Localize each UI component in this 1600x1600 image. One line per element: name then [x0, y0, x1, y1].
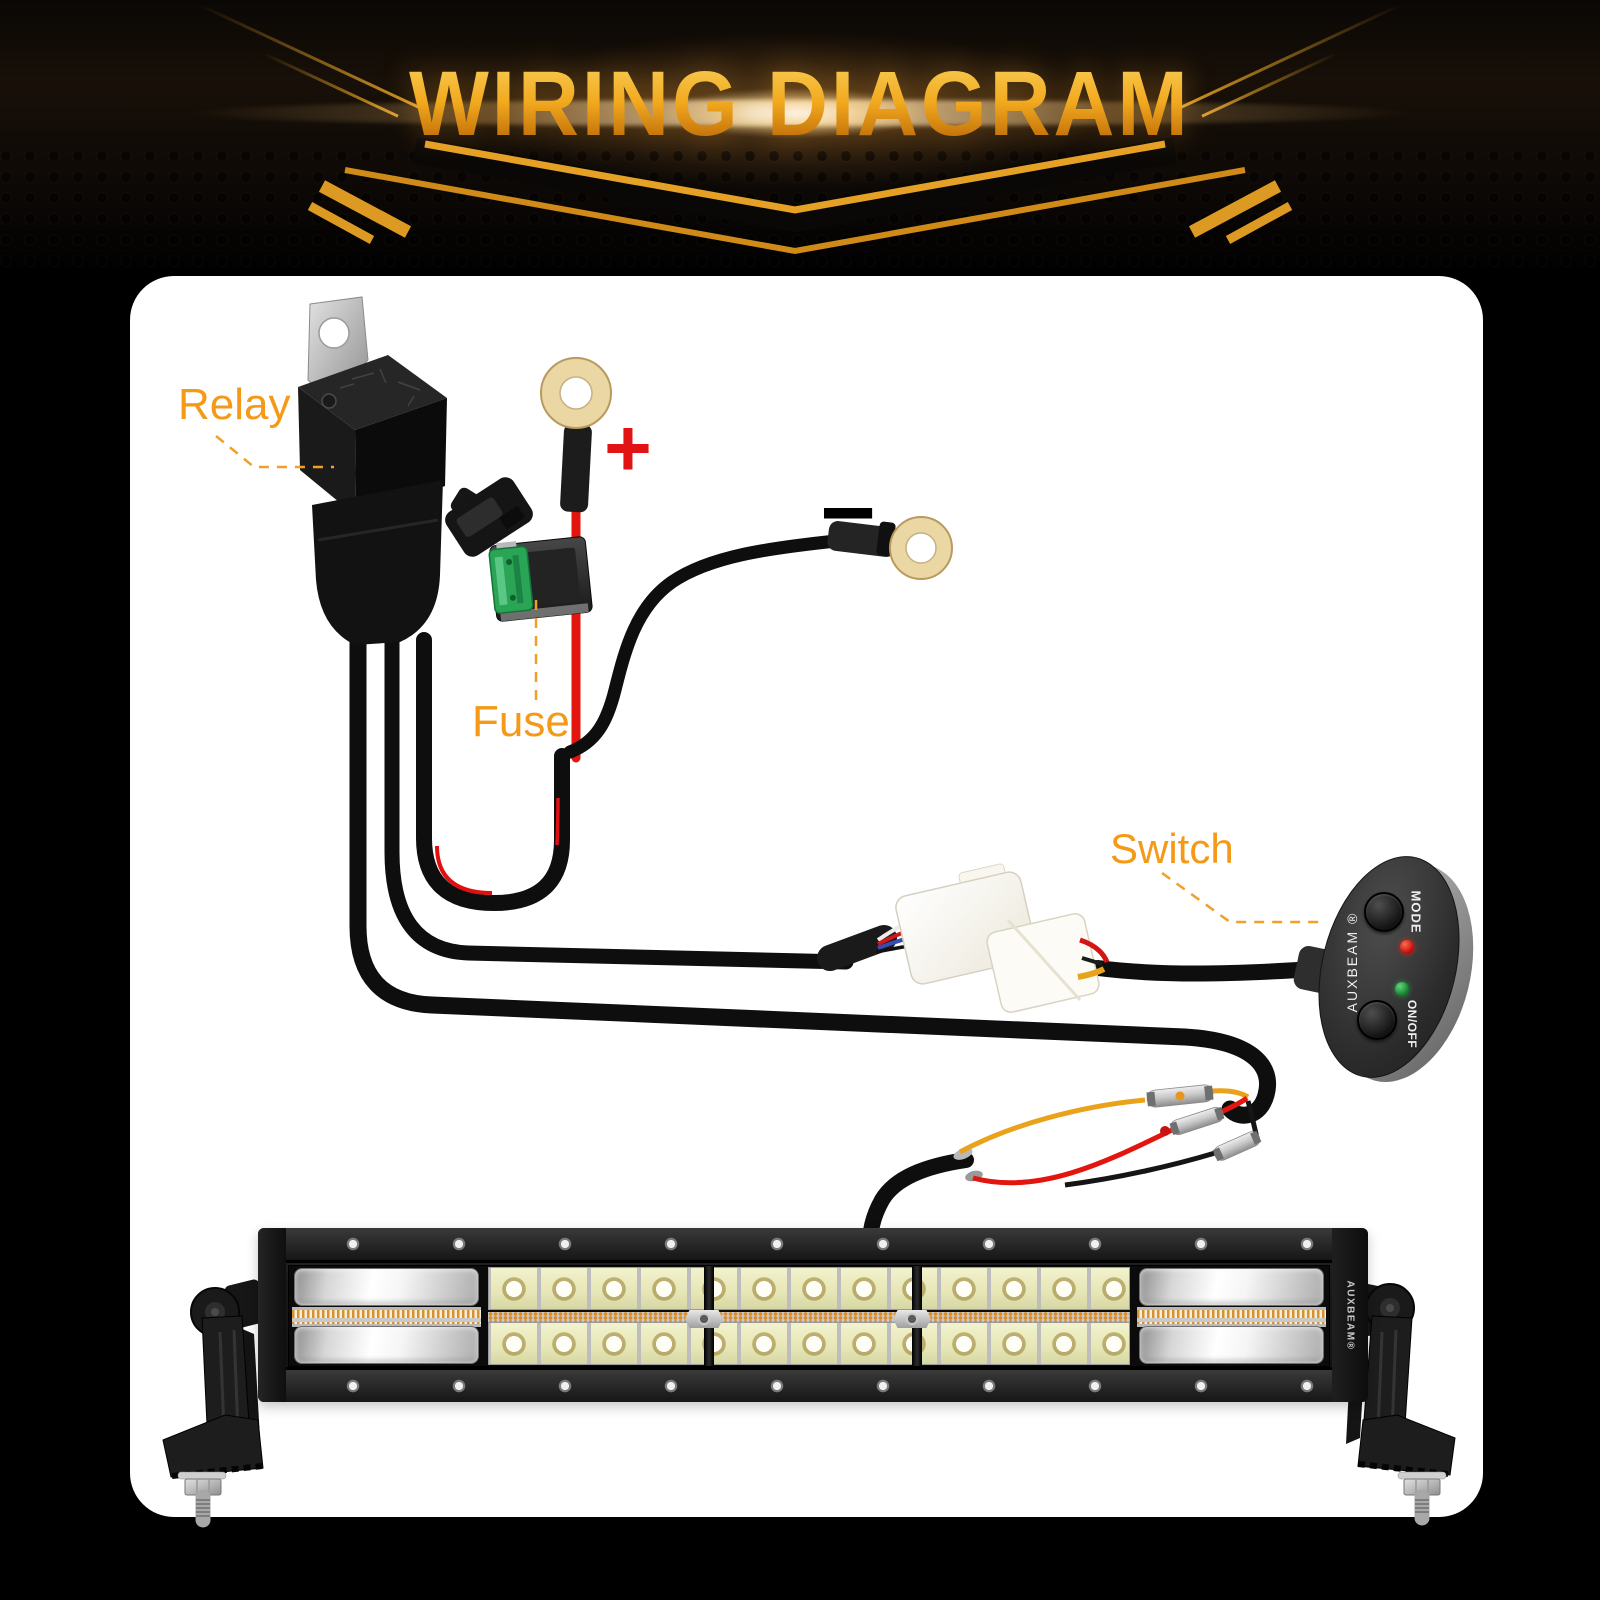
chevron-decoration: [307, 137, 1293, 255]
stripped-tip: [953, 1148, 973, 1160]
relay-label: Relay: [178, 380, 291, 429]
lightbar-right-section: [1134, 1266, 1329, 1366]
fuse-green-blade: [488, 541, 534, 614]
bullet-connector-red: [1169, 1106, 1225, 1136]
stub-black: [1081, 956, 1103, 966]
switch-leader: [1161, 871, 1326, 924]
hex-post: [893, 1310, 931, 1328]
yellow-jumper-2: [1211, 1088, 1250, 1100]
lightbar-endcap-right: AUXBEAM®: [1332, 1228, 1368, 1402]
mode-button: [1364, 892, 1404, 932]
lens-flare-core: [660, 88, 930, 138]
relay-markings: [321, 368, 421, 409]
relay-socket-seam: [317, 518, 439, 542]
lightbar-bracket-left: [162, 1279, 268, 1528]
red-jumper-2: [1219, 1096, 1249, 1115]
positive-ring-terminal: [540, 357, 612, 513]
positive-symbol: +: [604, 403, 652, 494]
header-banner: WIRING DIAGRAM: [0, 0, 1600, 276]
red-wire-peek: [435, 845, 493, 895]
reflector: [1139, 1326, 1324, 1364]
relay-bracket-hole: [318, 317, 350, 349]
fuse-lid: [445, 477, 533, 557]
switch-cable: [1090, 960, 1306, 982]
negative-ring-terminal: [827, 516, 953, 580]
connector-male: [986, 913, 1100, 1013]
lightbar-top-rail: [284, 1228, 1334, 1263]
lightbar-left-section: [289, 1266, 484, 1366]
relay-front-face: [298, 387, 356, 516]
lightbar-bracket-right: [1346, 1282, 1456, 1526]
bullet-connector-yellow: [1146, 1084, 1214, 1108]
negative-symbol: −: [820, 459, 877, 566]
onoff-button-label: ON/OFF: [1405, 999, 1419, 1049]
stub-yellow: [1077, 966, 1106, 980]
switch-brand-text: AUXBEAM ®: [1344, 911, 1360, 1013]
relay-top-face: [298, 355, 447, 430]
stub-red: [1079, 937, 1110, 964]
led-row-top: [488, 1267, 1130, 1310]
reflector: [294, 1268, 479, 1306]
red-jumper: [972, 1127, 1174, 1186]
ground-wire-long: [349, 631, 1276, 1124]
amber-led-band: [488, 1312, 1130, 1324]
lightbar: AUXBEAM®: [258, 1228, 1368, 1402]
reflector: [1139, 1268, 1324, 1306]
red-bead: [1160, 1126, 1170, 1136]
led-strip: [1137, 1307, 1326, 1327]
relay-to-connector-wire: [384, 632, 854, 970]
black-jumper: [1064, 1150, 1216, 1188]
red-led: [1400, 940, 1414, 954]
switch-label: Switch: [1110, 825, 1234, 872]
reflector: [294, 1326, 479, 1364]
mode-button-label: MODE: [1408, 890, 1424, 934]
fuse-component: [445, 477, 593, 622]
green-led: [1395, 982, 1409, 996]
switch-remote: MODE ON/OFF AUXBEAM ®: [1296, 841, 1505, 1106]
lightbar-lens: [288, 1265, 1330, 1367]
harness-sheath: [817, 925, 897, 971]
fuse-label: Fuse: [472, 697, 570, 746]
harness-connector: [895, 863, 1110, 1013]
relay-component: [298, 296, 496, 645]
lightbar-bottom-rail: [284, 1367, 1334, 1402]
relay-socket: [312, 480, 443, 645]
lightbar-brand-text: AUXBEAM®: [1344, 1280, 1356, 1350]
hex-post: [685, 1310, 723, 1328]
bullet-connector-black: [1212, 1130, 1262, 1162]
led-strip: [292, 1307, 481, 1327]
red-wire-peek-2: [555, 797, 560, 846]
leader-lines: [215, 435, 1326, 924]
switch-face: [1296, 841, 1482, 1093]
positive-sleeve: [560, 423, 592, 513]
onoff-button: [1357, 1000, 1397, 1040]
lightbar-center-section: [488, 1266, 1130, 1366]
lightbar-endcap-left: [258, 1228, 286, 1402]
negative-wire: [563, 534, 843, 759]
page-title: WIRING DIAGRAM: [409, 53, 1191, 155]
relay-to-fuse-loop: [416, 632, 570, 912]
yellow-jumper: [958, 1097, 1146, 1155]
led-row-bottom: [488, 1322, 1130, 1365]
